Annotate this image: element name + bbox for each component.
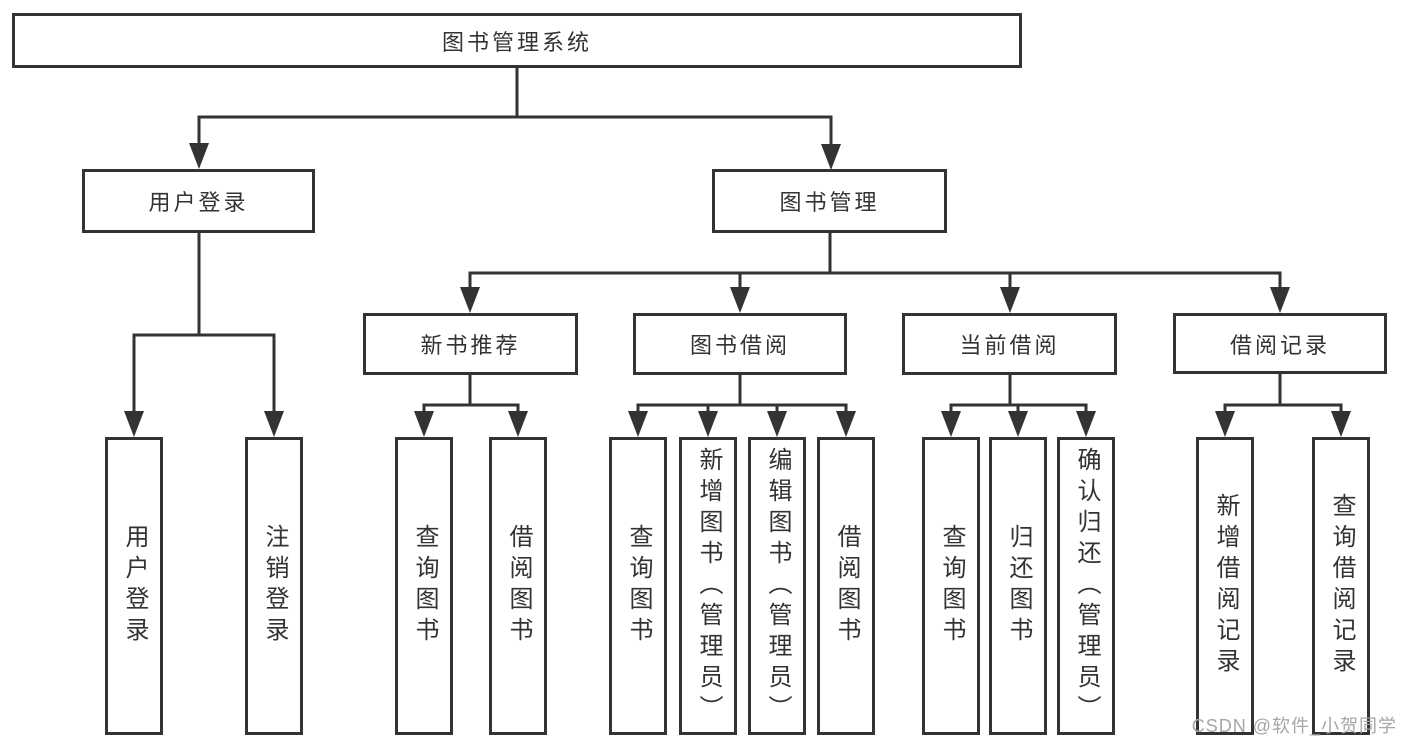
- leaf-edit-books-admin: 编辑图书（管理员）: [748, 437, 806, 735]
- node-book-borrowing: 图书借阅: [633, 313, 847, 375]
- node-current-borrowing: 当前借阅: [902, 313, 1117, 375]
- leaf-add-books-admin: 新增图书（管理员）: [679, 437, 737, 735]
- node-library-management-system: 图书管理系统: [12, 13, 1022, 68]
- leaf-query-books-borrow: 查询图书: [609, 437, 667, 735]
- leaf-query-borrow-record: 查询借阅记录: [1312, 437, 1370, 735]
- node-borrowing-records: 借阅记录: [1173, 313, 1387, 374]
- leaf-add-borrow-record: 新增借阅记录: [1196, 437, 1254, 735]
- leaf-user-login: 用户登录: [105, 437, 163, 735]
- leaf-return-books: 归还图书: [989, 437, 1047, 735]
- leaf-confirm-return-admin: 确认归还（管理员）: [1057, 437, 1115, 735]
- node-book-management: 图书管理: [712, 169, 947, 233]
- leaf-query-books-recommend: 查询图书: [395, 437, 453, 735]
- leaf-logout: 注销登录: [245, 437, 303, 735]
- leaf-query-books-current: 查询图书: [922, 437, 980, 735]
- csdn-watermark: CSDN @软件_小贺同学: [1191, 716, 1397, 736]
- leaf-borrow-books-recommend: 借阅图书: [489, 437, 547, 735]
- leaf-borrow-books: 借阅图书: [817, 437, 875, 735]
- node-user-login: 用户登录: [82, 169, 315, 233]
- node-new-book-recommend: 新书推荐: [363, 313, 578, 375]
